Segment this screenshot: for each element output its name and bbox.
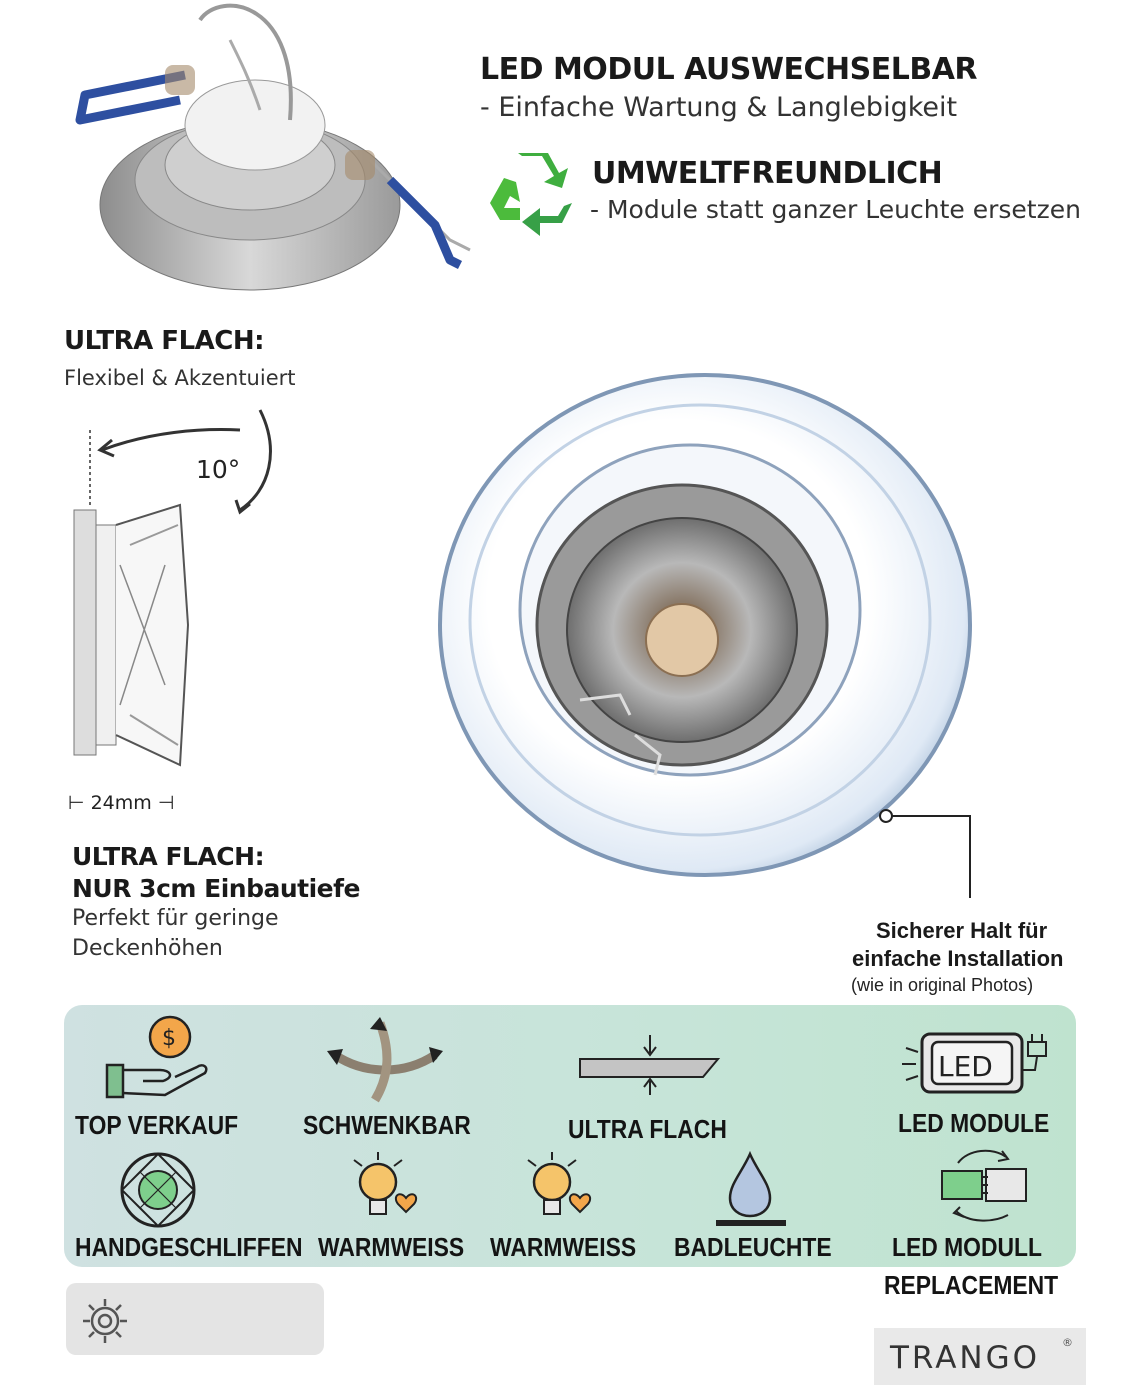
feature-label-warm-white-1: WARMWEISS (318, 1232, 465, 1262)
recycle-icon (490, 153, 572, 236)
led-plug-icon: LED (902, 1032, 1047, 1094)
dim-left-mark: ⊢ (68, 792, 91, 814)
coin-hand-icon: $ (105, 1015, 208, 1099)
ultra-flat-heading: ULTRA FLACH: (64, 326, 265, 356)
diamond-icon (120, 1152, 196, 1228)
feature-label-warm-white-2: WARMWEISS (490, 1232, 637, 1262)
brand-logo: TRANGO (890, 1340, 1041, 1376)
depth-value: 24mm (90, 792, 152, 814)
feature-label-top-sale: TOP VERKAUF (75, 1110, 239, 1140)
settings-box[interactable] (66, 1283, 324, 1355)
svg-text:$: $ (162, 1026, 176, 1051)
fixture-photo (75, 3, 471, 291)
depth-heading: ULTRA FLACH: (72, 842, 265, 871)
glass-spotlight-photo (438, 373, 972, 877)
gear-icon[interactable] (80, 1296, 130, 1346)
water-drop-icon (716, 1150, 786, 1226)
bulb-heart-icon (353, 1152, 418, 1215)
feature-label-led-module-replacement: LED MODULL (892, 1232, 1042, 1262)
led-badge-text: LED (938, 1050, 993, 1083)
callout-line3: (wie in original Photos) (851, 975, 1034, 995)
feature-label-replacement: REPLACEMENT (884, 1270, 1059, 1300)
side-profile-diagram (73, 503, 190, 767)
feature-label-bathroom: BADLEUCHTE (674, 1232, 832, 1262)
ultra-flat-subtitle: Flexibel & Akzentuiert (64, 366, 296, 390)
feature-label-swivel: SCHWENKBAR (303, 1110, 471, 1140)
depth-line3: Perfekt für geringe (72, 906, 279, 931)
feature-label-ultra-flat: ULTRA FLACH (568, 1114, 727, 1144)
depth-line4: Deckenhöhen (72, 936, 223, 961)
callout-line (879, 809, 971, 898)
flat-profile-icon (579, 1035, 721, 1095)
depth-line2: NUR 3cm Einbautiefe (72, 874, 360, 903)
led-module-subtitle: - Einfache Wartung & Langlebigkeit (480, 92, 958, 123)
depth-dimension-label: ⊢ 24mm ⊣ (68, 792, 174, 814)
callout-line1: Sicherer Halt für (876, 918, 1048, 943)
tilt-angle-label: 10° (196, 455, 241, 484)
feature-label-hand-cut: HANDGESCHLIFFEN (75, 1232, 303, 1262)
eco-heading: UMWELTFREUNDLICH (592, 156, 943, 191)
dim-right-mark: ⊣ (151, 792, 175, 814)
feature-label-led-module: LED MODULE (898, 1108, 1050, 1138)
module-swap-icon (941, 1149, 1027, 1222)
led-module-heading: LED MODUL AUSWECHSELBAR (480, 52, 978, 87)
tilt-arrow-icon (89, 409, 272, 515)
callout-line2: einfache Installation (852, 946, 1064, 971)
registered-mark: ® (1062, 1336, 1073, 1349)
bulb-heart-icon (527, 1152, 592, 1215)
swivel-arrows-icon (327, 1017, 443, 1103)
brand-box (874, 1328, 1086, 1385)
eco-subtitle: - Module statt ganzer Leuchte ersetzen (590, 195, 1081, 224)
